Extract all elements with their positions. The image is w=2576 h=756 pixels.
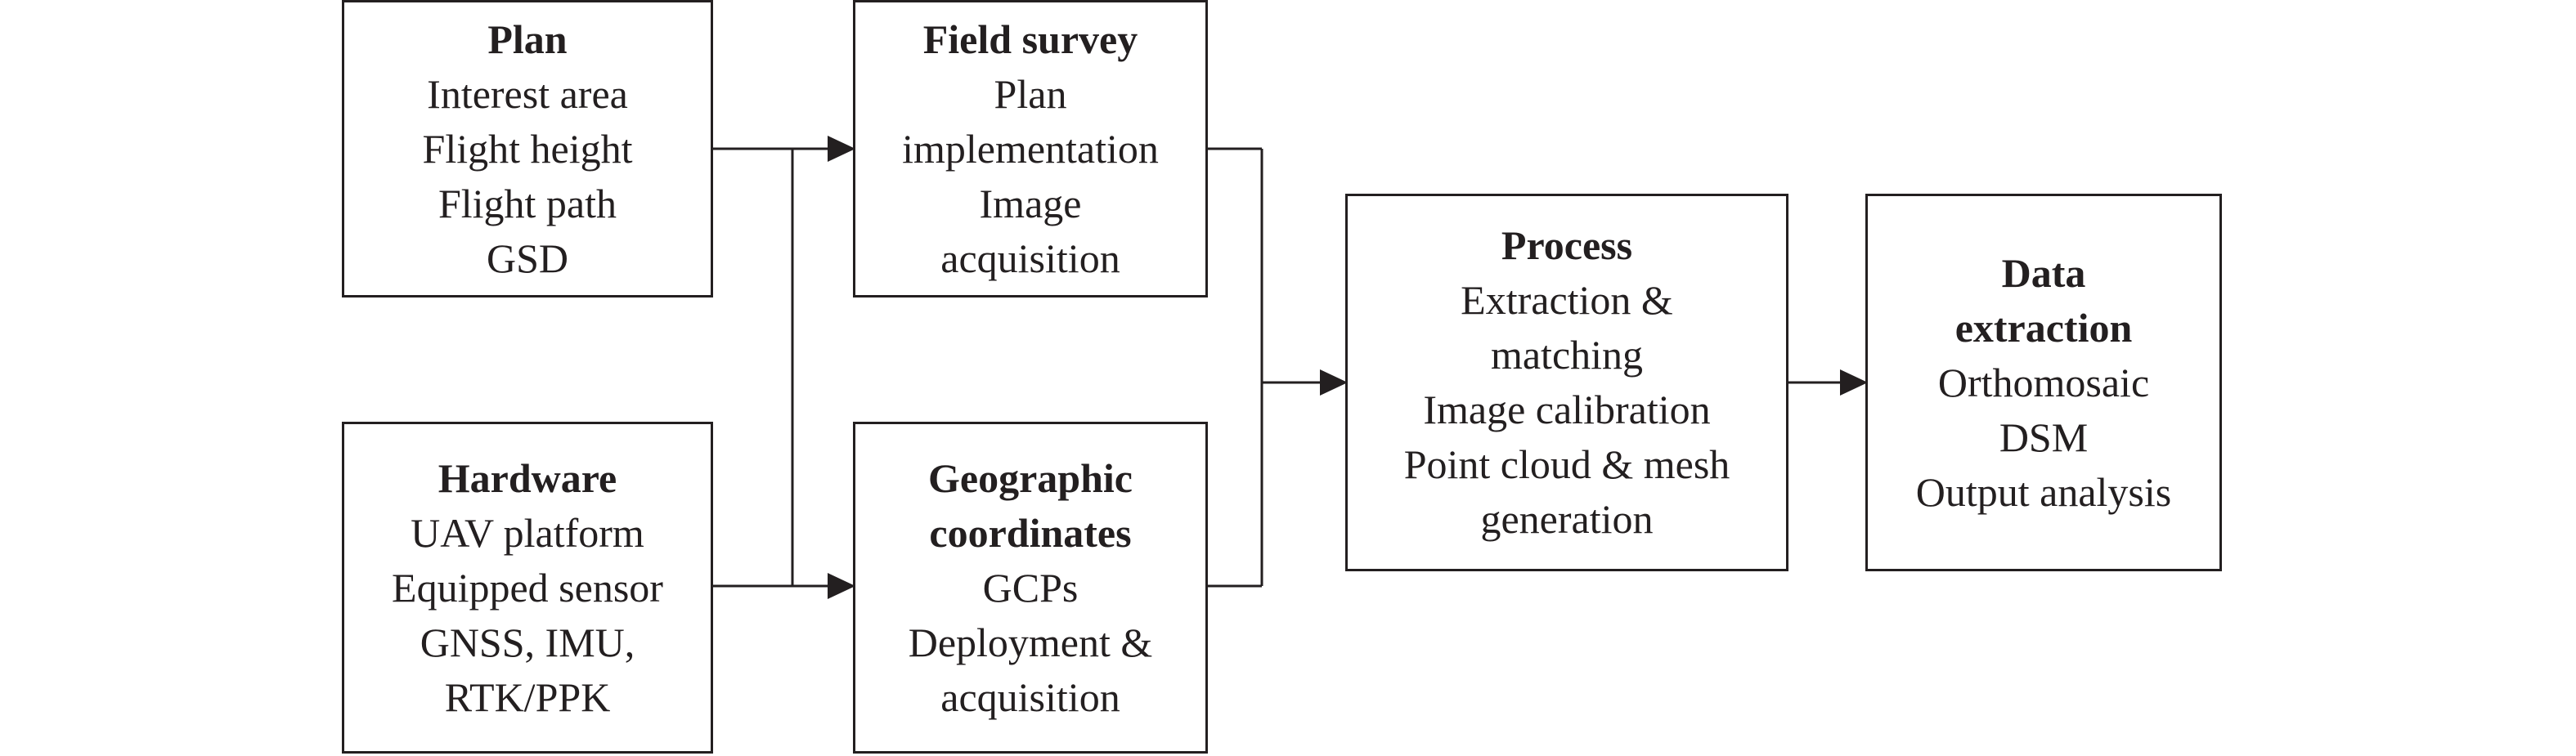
- geographic-coordinates-item: acquisition: [940, 673, 1120, 720]
- data-extraction-item: DSM: [1999, 414, 2089, 460]
- field-survey-item: implementation: [902, 125, 1159, 172]
- arrowhead-geographic-coordinates: [828, 573, 855, 599]
- field-survey-item: Plan: [994, 70, 1067, 117]
- geographic-coordinates-item: Deployment &: [908, 619, 1153, 665]
- data-extraction-title-line: extraction: [1954, 304, 2133, 351]
- geographic-coordinates-item: GCPs: [982, 564, 1079, 611]
- hardware-item: UAV platform: [411, 509, 644, 556]
- process-item: generation: [1480, 496, 1654, 542]
- process-title-line: Process: [1501, 222, 1633, 268]
- arrowhead-data-extraction: [1840, 369, 1868, 396]
- arrowhead-field-survey: [828, 136, 855, 162]
- hardware-item: Equipped sensor: [392, 564, 663, 611]
- process-item: Point cloud & mesh: [1403, 441, 1730, 487]
- plan-item: Flight height: [422, 125, 633, 172]
- geographic-coordinates-title-line: coordinates: [929, 509, 1132, 556]
- hardware-item: GNSS, IMU,: [420, 619, 635, 665]
- process-item: Extraction &: [1461, 277, 1673, 323]
- hardware-item: RTK/PPK: [444, 673, 611, 720]
- field-survey-title-line: Field survey: [922, 16, 1138, 62]
- plan-item: GSD: [486, 235, 569, 281]
- geographic-coordinates-title-line: Geographic: [928, 454, 1133, 501]
- plan-title-line: Plan: [487, 16, 568, 62]
- data-extraction-item: Orthomosaic: [1937, 359, 2150, 405]
- data-extraction-title-line: Data: [2001, 249, 2086, 296]
- process-item: Image calibration: [1423, 387, 1711, 432]
- hardware-title-line: Hardware: [438, 454, 617, 501]
- plan-item: Interest area: [427, 70, 628, 117]
- process-item: matching: [1490, 332, 1644, 378]
- field-survey-item: acquisition: [940, 235, 1120, 281]
- plan-item: Flight path: [438, 180, 617, 226]
- data-extraction-item: Output analysis: [1915, 468, 2172, 515]
- field-survey-item: Image: [979, 180, 1082, 226]
- arrowhead-process: [1320, 369, 1348, 396]
